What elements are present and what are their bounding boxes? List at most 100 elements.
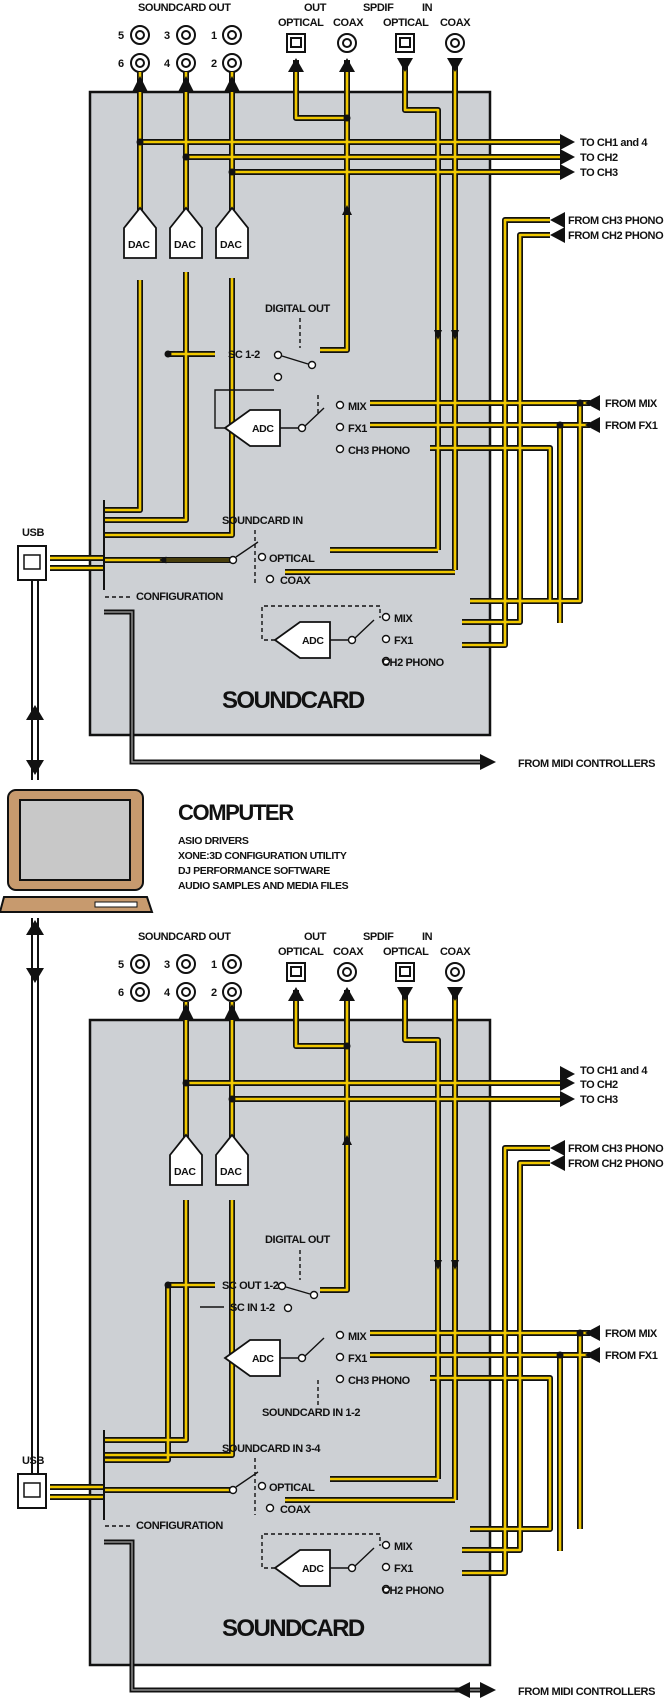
adc-label: ADC <box>302 635 324 647</box>
computer-line: DJ PERFORMANCE SOFTWARE <box>178 865 330 877</box>
rca-jack-icon <box>130 25 242 73</box>
optical-jack-icon <box>286 962 415 982</box>
jack-6-label: 6 <box>118 987 124 999</box>
dac-block <box>123 206 249 259</box>
to-ch1-and-4-label: TO CH1 and 4 <box>580 1065 648 1077</box>
usb-icon <box>17 1473 47 1509</box>
sc-1-2-label: SC 1-2 <box>228 349 260 361</box>
soundcard-box-top <box>88 90 492 737</box>
soundcard-out-label: SOUNDCARD OUT <box>138 931 231 943</box>
out-label: OUT <box>304 931 327 943</box>
jack-5-label: 5 <box>118 959 124 971</box>
configuration-label: CONFIGURATION <box>136 591 223 603</box>
coax-out-label: COAX <box>333 946 364 958</box>
mix-label: MIX <box>394 613 413 625</box>
mix-label: MIX <box>394 1541 413 1553</box>
jack-5-label: 5 <box>118 30 124 42</box>
optical-in-label: OPTICAL <box>383 946 429 958</box>
computer-line: XONE:3D CONFIGURATION UTILITY <box>178 850 347 862</box>
coax-jack-icon <box>337 33 465 53</box>
out-label: OUT <box>304 2 327 14</box>
coax-out-label: COAX <box>333 17 364 29</box>
digital-out-label: DIGITAL OUT <box>265 303 331 315</box>
optical-in-label: OPTICAL <box>269 1482 315 1494</box>
ch2-phono-label: CH2 PHONO <box>382 1585 445 1597</box>
coax-in-label: COAX <box>280 575 311 587</box>
soundcard-in-3-4-label: SOUNDCARD IN 3-4 <box>222 1443 321 1455</box>
coax-in-label: COAX <box>440 946 471 958</box>
coax-jack-icon <box>337 962 465 982</box>
fx1-label: FX1 <box>348 1353 367 1365</box>
from-mix-label: FROM MIX <box>605 1328 658 1340</box>
jack-2-label: 2 <box>211 58 217 70</box>
fx1-label: FX1 <box>394 635 413 647</box>
soundcard-out-label: SOUNDCARD OUT <box>138 2 231 14</box>
from-ch2-phono-label: FROM CH2 PHONO <box>568 230 664 242</box>
optical-out-label: OPTICAL <box>278 17 324 29</box>
jack-1-label: 1 <box>211 959 217 971</box>
jack-1-label: 1 <box>211 30 217 42</box>
jack-4-label: 4 <box>164 987 171 999</box>
usb-label: USB <box>22 527 44 539</box>
from-fx1-label: FROM FX1 <box>605 1350 658 1362</box>
coax-in-label: COAX <box>280 1504 311 1516</box>
adc-label: ADC <box>302 1563 324 1575</box>
soundcard-title: SOUNDCARD <box>222 687 365 714</box>
to-ch2-label: TO CH2 <box>580 1079 618 1091</box>
in-label: IN <box>422 931 433 943</box>
jack-3-label: 3 <box>164 30 170 42</box>
spdif-label: SPDIF <box>363 2 394 14</box>
optical-in-label: OPTICAL <box>383 17 429 29</box>
computer-line: AUDIO SAMPLES AND MEDIA FILES <box>178 880 349 892</box>
dac-label: DAC <box>174 1166 196 1178</box>
from-mix-label: FROM MIX <box>605 398 658 410</box>
computer-title: COMPUTER <box>178 800 294 825</box>
digital-out-label: DIGITAL OUT <box>265 1234 331 1246</box>
to-ch2-label: TO CH2 <box>580 152 618 164</box>
mix-label: MIX <box>348 401 367 413</box>
usb-label: USB <box>22 1455 44 1467</box>
soundcard-title: SOUNDCARD <box>222 1615 365 1642</box>
dac-label: DAC <box>220 239 242 251</box>
dac-label: DAC <box>220 1166 242 1178</box>
from-fx1-label: FROM FX1 <box>605 420 658 432</box>
sc-out-1-2-label: SC OUT 1-2 <box>222 1280 279 1292</box>
computer-line: ASIO DRIVERS <box>178 835 249 847</box>
ch2-phono-label: CH2 PHONO <box>382 657 445 669</box>
from-ch2-phono-label: FROM CH2 PHONO <box>568 1158 664 1170</box>
ch3-phono-label: CH3 PHONO <box>348 445 411 457</box>
ch3-phono-label: CH3 PHONO <box>348 1375 411 1387</box>
jack-4-label: 4 <box>164 58 171 70</box>
dac-label: DAC <box>174 239 196 251</box>
jack-3-label: 3 <box>164 959 170 971</box>
usb-cable <box>26 918 44 1480</box>
top-diagram: SOUNDCARD OUT OUT SPDIF IN OPTICAL COAX … <box>17 2 664 770</box>
soundcard-in-label: SOUNDCARD IN <box>222 515 303 527</box>
jack-6-label: 6 <box>118 58 124 70</box>
in-label: IN <box>422 2 433 14</box>
adc-label: ADC <box>252 423 274 435</box>
fx1-label: FX1 <box>348 423 367 435</box>
from-ch3-phono-label: FROM CH3 PHONO <box>568 1143 664 1155</box>
optical-in-label: OPTICAL <box>269 553 315 565</box>
configuration-label: CONFIGURATION <box>136 1520 223 1532</box>
from-midi-controllers-label: FROM MIDI CONTROLLERS <box>518 758 655 770</box>
adc-label: ADC <box>252 1353 274 1365</box>
jack-2-label: 2 <box>211 987 217 999</box>
dac-label: DAC <box>128 239 150 251</box>
from-midi-controllers-label: FROM MIDI CONTROLLERS <box>518 1686 655 1698</box>
fx1-label: FX1 <box>394 1563 413 1575</box>
to-ch3-label: TO CH3 <box>580 167 618 179</box>
sc-in-1-2-label: SC IN 1-2 <box>230 1302 275 1314</box>
to-ch3-label: TO CH3 <box>580 1094 618 1106</box>
optical-jack-icon <box>286 33 415 53</box>
bottom-diagram: SOUNDCARD OUT OUT SPDIF IN OPTICAL COAX … <box>17 931 664 1698</box>
rca-jack-icon <box>130 954 242 1002</box>
mix-label: MIX <box>348 1331 367 1343</box>
soundcard-in-1-2-label: SOUNDCARD IN 1-2 <box>262 1407 360 1419</box>
optical-out-label: OPTICAL <box>278 946 324 958</box>
laptop-icon <box>0 789 154 913</box>
usb-cable <box>26 580 44 780</box>
dac-block <box>169 1133 249 1186</box>
